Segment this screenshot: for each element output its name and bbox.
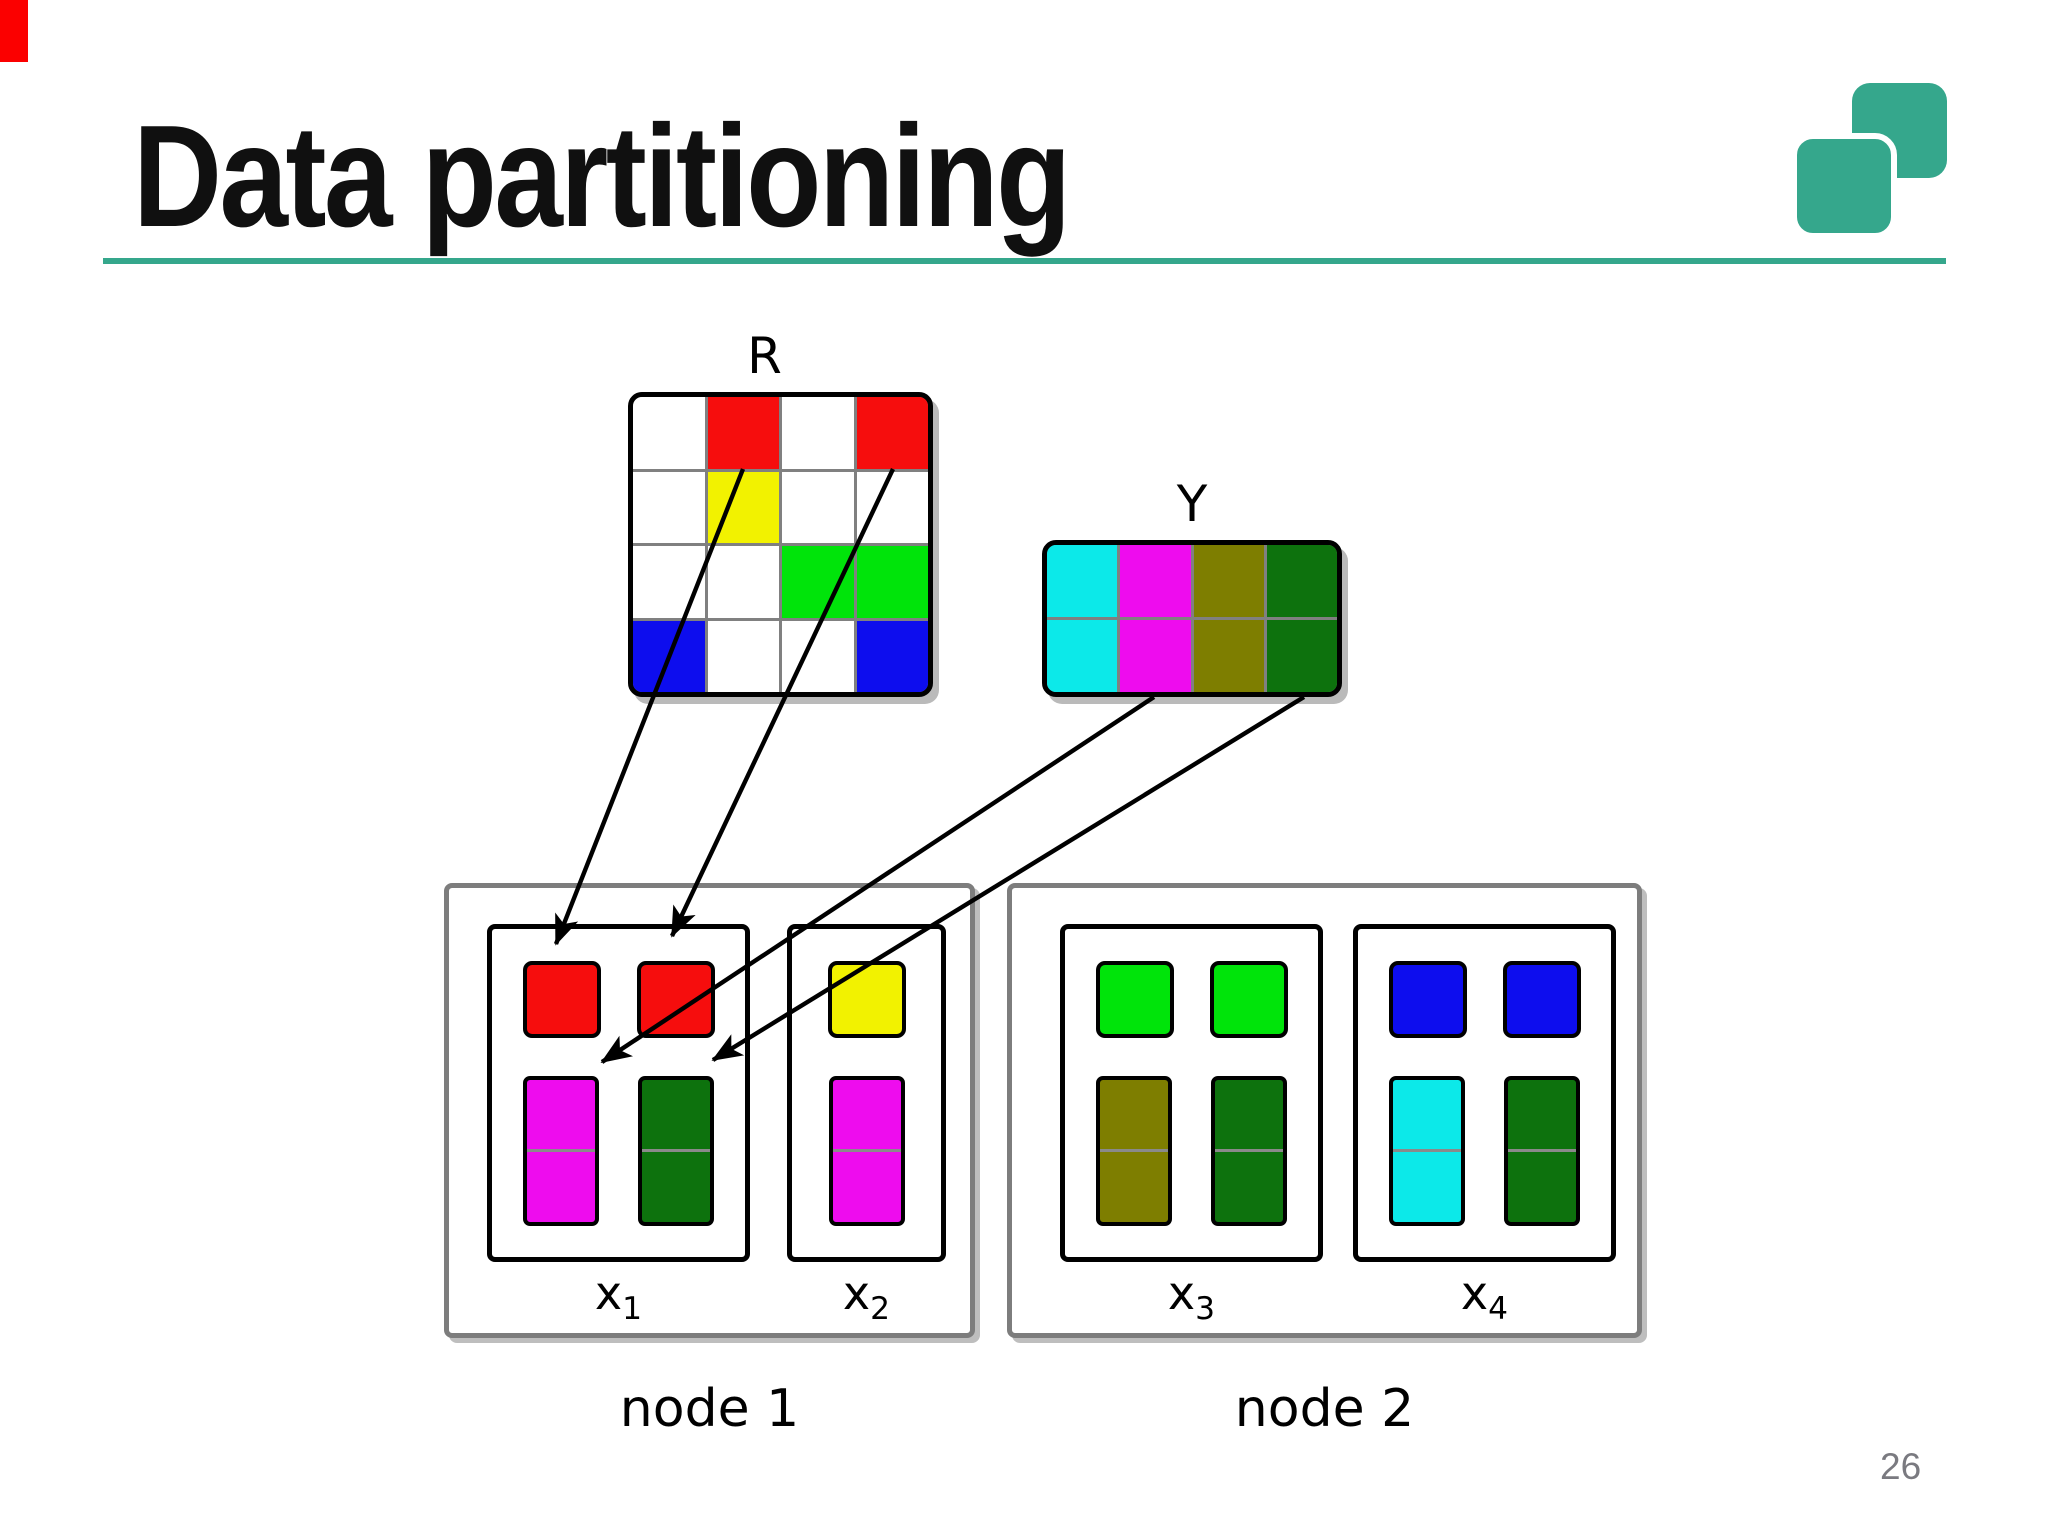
matrix-cell-magenta [1120, 545, 1191, 617]
partition-cell-darkgreen [1504, 1076, 1580, 1226]
partition-cell-magenta [828, 1076, 905, 1226]
matrix-cell-olive [1193, 620, 1264, 692]
matrix-y [1042, 540, 1342, 697]
corner-red-marker [0, 0, 28, 62]
page-number: 26 [1880, 1446, 1922, 1487]
matrix-cell-green [856, 546, 928, 618]
node-2-label: node 2 [1234, 1379, 1415, 1439]
partition-cell-yellow [827, 961, 906, 1038]
partition-cell-blue [1388, 961, 1467, 1038]
title-underline [103, 258, 1946, 264]
matrix-cell-darkgreen [1266, 545, 1337, 617]
partition-x3 [1060, 924, 1323, 1262]
matrix-r [628, 392, 933, 697]
partition-cell-blue [1502, 961, 1581, 1038]
matrix-cell-white [633, 471, 705, 543]
matrix-cell-magenta [1120, 620, 1191, 692]
partition-label-x2: x2 [842, 1266, 891, 1328]
matrix-cell-white [856, 471, 928, 543]
matrix-cell-yellow [707, 471, 779, 543]
partition-cell-darkgreen [1211, 1076, 1287, 1226]
matrix-cell-blue [633, 620, 705, 692]
matrix-cell-white [782, 620, 854, 692]
matrix-cell-cyan [1047, 620, 1118, 692]
partition-cell-magenta [523, 1076, 599, 1226]
matrix-r-label: R [747, 327, 782, 385]
matrix-cell-red [856, 397, 928, 469]
partition-cell-cyan [1389, 1076, 1465, 1226]
logo-square-small [1791, 133, 1897, 239]
matrix-cell-olive [1193, 545, 1264, 617]
partition-label-x1: x1 [594, 1266, 643, 1328]
node-1-label: node 1 [619, 1379, 800, 1439]
partition-cell-olive [1096, 1076, 1172, 1226]
matrix-cell-white [633, 397, 705, 469]
matrix-cell-white [782, 397, 854, 469]
matrix-cell-blue [856, 620, 928, 692]
matrix-cell-green [782, 546, 854, 618]
partition-cell-red [636, 961, 715, 1038]
partition-x1 [487, 924, 750, 1262]
matrix-cell-darkgreen [1266, 620, 1337, 692]
partition-cell-darkgreen [638, 1076, 714, 1226]
matrix-y-label: Y [1176, 475, 1208, 533]
partition-label-x3: x3 [1167, 1266, 1216, 1328]
partition-x4 [1353, 924, 1616, 1262]
partition-cell-green [1209, 961, 1288, 1038]
partition-cell-green [1095, 961, 1174, 1038]
matrix-cell-red [707, 397, 779, 469]
matrix-cell-white [707, 620, 779, 692]
matrix-cell-white [707, 546, 779, 618]
matrix-cell-cyan [1047, 545, 1118, 617]
matrix-cell-white [782, 471, 854, 543]
partition-x2 [787, 924, 946, 1262]
partition-label-x4: x4 [1460, 1266, 1509, 1328]
partition-cell-red [522, 961, 601, 1038]
matrix-cell-white [633, 546, 705, 618]
slide-title: Data partitioning [133, 95, 1071, 257]
